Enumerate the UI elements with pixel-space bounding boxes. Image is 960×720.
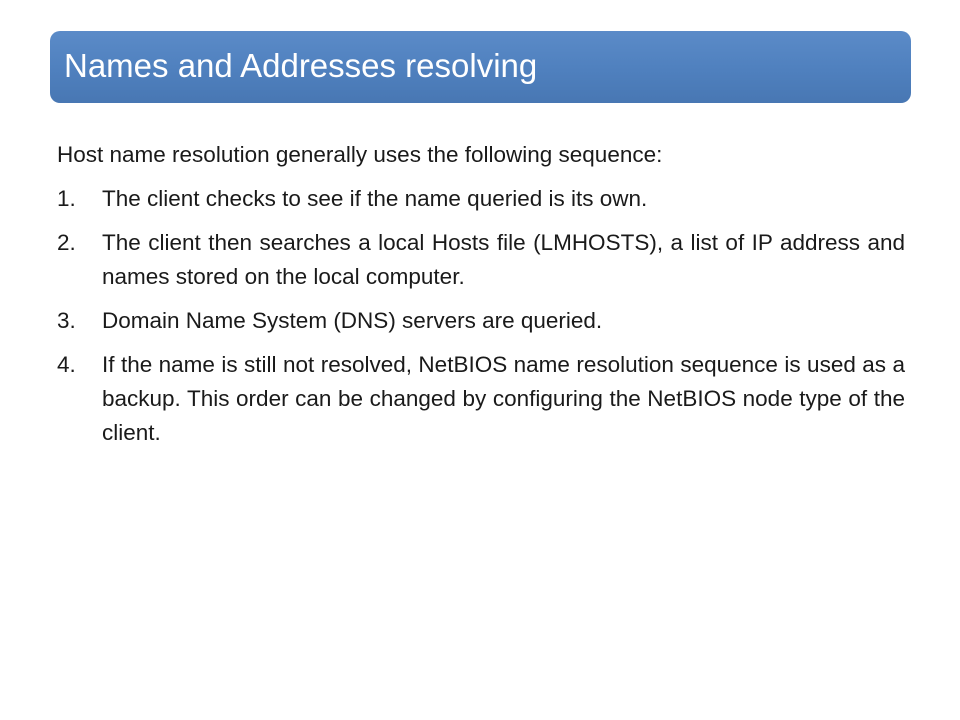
- step-text: If the name is still not resolved, NetBI…: [102, 352, 905, 445]
- step-number: 1.: [57, 186, 76, 211]
- step-number: 4.: [57, 352, 76, 377]
- list-item: 1. The client checks to see if the name …: [57, 182, 905, 216]
- step-number: 3.: [57, 308, 76, 333]
- list-item: 2. The client then searches a local Host…: [57, 226, 905, 294]
- steps-list: 1. The client checks to see if the name …: [57, 182, 905, 450]
- step-text: Domain Name System (DNS) servers are que…: [102, 308, 603, 333]
- list-item: 3. Domain Name System (DNS) servers are …: [57, 304, 905, 338]
- title-bar: Names and Addresses resolving: [50, 31, 911, 103]
- intro-text: Host name resolution generally uses the …: [57, 142, 663, 167]
- slide-content: Host name resolution generally uses the …: [57, 138, 905, 460]
- step-text: The client checks to see if the name que…: [102, 186, 648, 211]
- slide-title: Names and Addresses resolving: [64, 47, 538, 84]
- list-item: 4. If the name is still not resolved, Ne…: [57, 348, 905, 450]
- step-number: 2.: [57, 230, 76, 255]
- step-text: The client then searches a local Hosts f…: [102, 230, 905, 289]
